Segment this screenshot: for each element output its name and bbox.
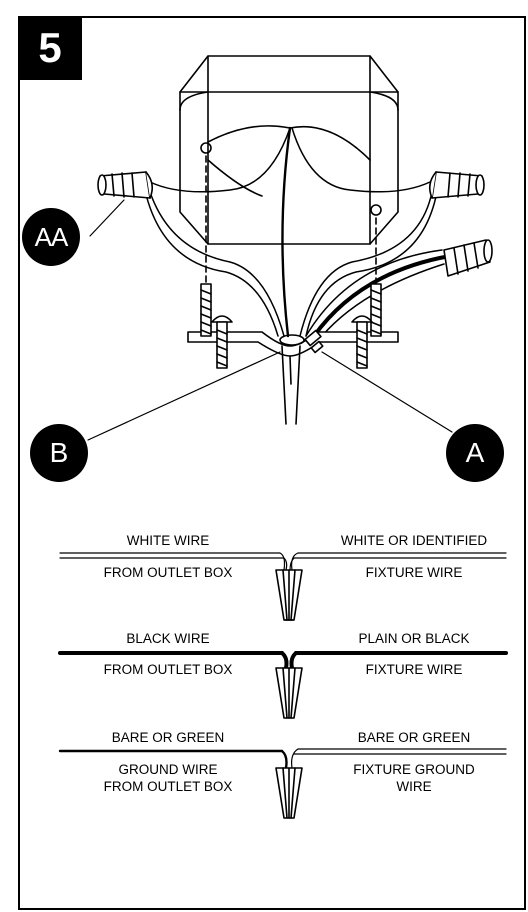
from-outlet-box-label: FROM OUTLET BOX [103,662,233,677]
fixture-wire-label: FIXTURE WIRE [365,662,463,677]
short-screw-left [211,315,233,369]
step-number-badge: 5 [18,16,82,80]
wire-connector-lower-right [443,239,493,277]
mounting-screw-left [200,283,212,337]
white-or-identified-label: WHITE OR IDENTIFIED [340,533,488,548]
wire-connector-left [97,171,154,199]
from-outlet-box-label: FROM OUTLET BOX [103,565,233,580]
bare-or-green-label: BARE OR GREEN [111,730,225,745]
leader-line-aa [89,199,125,237]
leader-line-b [87,351,281,441]
splice-white [59,552,507,621]
short-screw-right [351,315,373,369]
bare-or-green-label: BARE OR GREEN [357,730,471,745]
ground-screw [304,329,324,354]
callout-b: B [30,424,88,482]
wire-connector-right [428,171,485,199]
mounting-screw-right [370,283,382,337]
splice-ground [58,748,507,819]
wire-label: WIRE [396,779,432,794]
callout-a: A [446,424,504,482]
fixture-cord [281,345,301,425]
plain-or-black-label: PLAIN OR BLACK [358,631,470,646]
callout-aa: AA [22,208,80,266]
black-wire-label: BLACK WIRE [126,631,210,646]
instruction-panel [18,16,526,910]
mounting-strap [187,331,399,357]
from-outlet-box-label: FROM OUTLET BOX [103,779,233,794]
white-wire-label: WHITE WIRE [126,533,210,548]
leader-line-a [321,351,453,433]
fixture-wire-label: FIXTURE WIRE [365,565,463,580]
ground-wire-label: GROUND WIRE [118,762,218,777]
fixture-ground-label: FIXTURE GROUND [353,762,475,777]
splice-black [58,651,508,719]
outlet-box [179,55,399,245]
